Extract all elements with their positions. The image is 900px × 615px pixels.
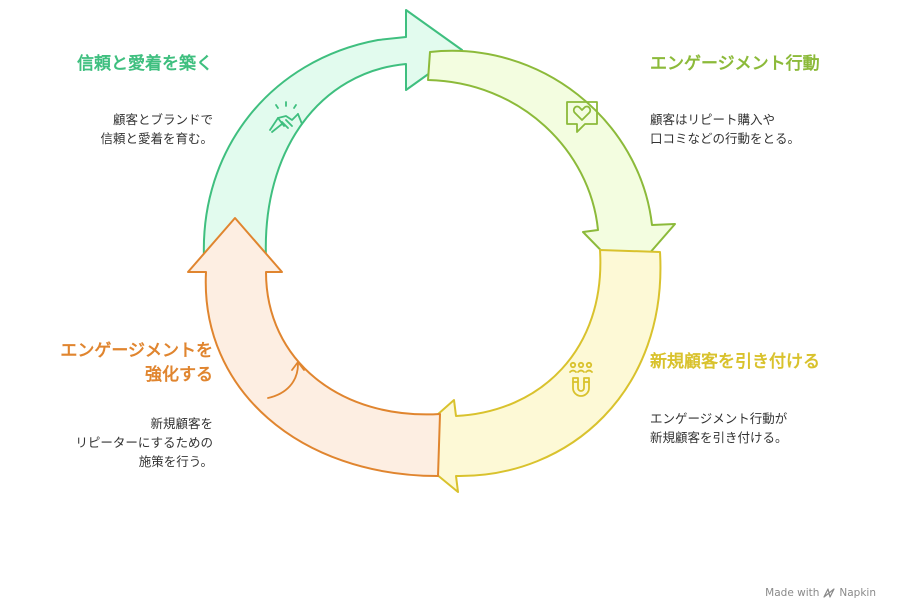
watermark-brand: Napkin	[839, 587, 876, 599]
title-line: 強化する	[145, 365, 213, 385]
arrow-segment-trust	[202, 9, 463, 259]
arrow-segment-engagement	[427, 49, 676, 279]
segment-title-engagement: エンゲージメント行動	[650, 54, 820, 74]
description-line: 施策を行う。	[138, 454, 213, 469]
description-line: 顧客とブランドで	[112, 112, 213, 127]
segment-description-trust: 顧客とブランドで 信頼と愛着を育む。	[100, 110, 213, 148]
title-line: エンゲージメントを	[60, 341, 213, 361]
description-line: 新規顧客を	[150, 416, 213, 431]
heart-chat-icon	[566, 101, 598, 133]
arrow-segment-reinforce	[187, 217, 441, 477]
arrow-segment-attract	[401, 249, 662, 493]
napkin-watermark: Made with Napkin	[765, 587, 876, 599]
segment-description-engagement: 顧客はリピート購入や 口コミなどの行動をとる。	[650, 110, 800, 148]
segment-title-reinforce: エンゲージメントを 強化する	[60, 339, 213, 387]
watermark-text: Made with	[765, 587, 820, 599]
description-line: リピーターにするための	[75, 435, 213, 450]
description-line: 口コミなどの行動をとる。	[650, 131, 801, 146]
segment-title-attract: 新規顧客を引き付ける	[650, 352, 820, 372]
segment-description-reinforce: 新規顧客を リピーターにするための 施策を行う。	[75, 414, 213, 471]
napkin-logo-icon	[823, 588, 835, 598]
description-line: エンゲージメント行動が	[650, 411, 788, 426]
handshake-icon	[269, 101, 303, 133]
upward-arrow-icon	[267, 361, 305, 399]
magnet-people-icon	[569, 361, 593, 397]
segment-description-attract: エンゲージメント行動が 新規顧客を引き付ける。	[650, 409, 788, 447]
description-line: 新規顧客を引き付ける。	[650, 430, 788, 445]
description-line: 信頼と愛着を育む。	[100, 131, 213, 146]
description-line: 顧客はリピート購入や	[650, 112, 776, 127]
segment-title-trust: 信頼と愛着を築く	[77, 54, 213, 74]
